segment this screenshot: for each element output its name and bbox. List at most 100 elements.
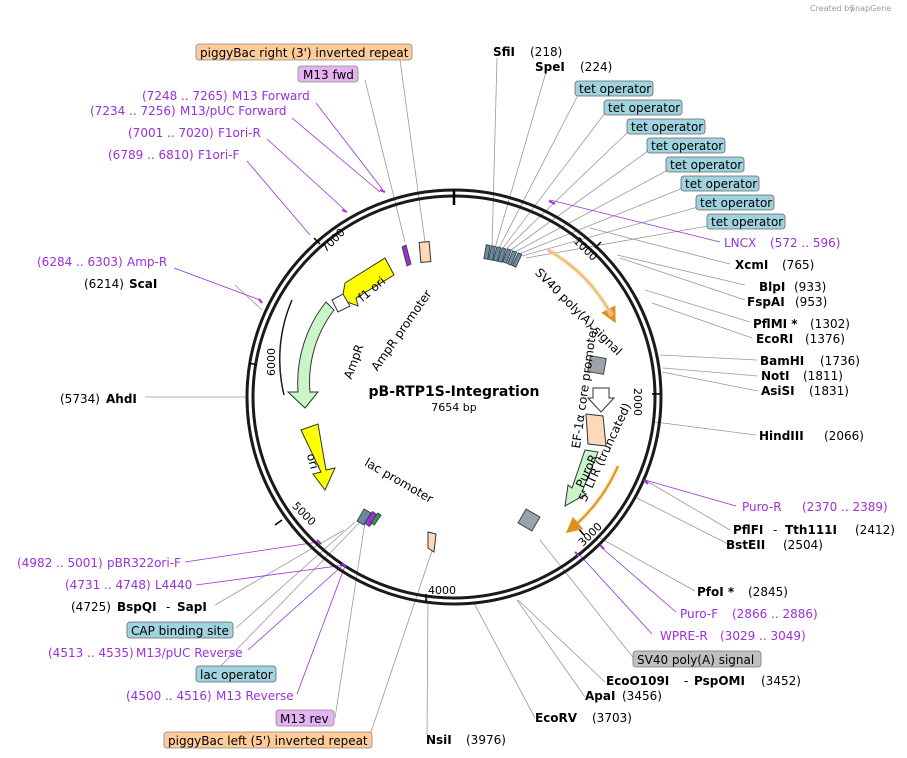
primer-lncx-pos: (572 .. 596) (770, 236, 840, 250)
site-noti: NotI (761, 369, 790, 383)
site-pfoi-pos: (2845) (748, 585, 788, 599)
site-spei-pos: (224) (580, 60, 612, 74)
ampr-arrow (286, 301, 335, 409)
tet-op-8: tet operator (711, 215, 783, 229)
site-ecori: EcoRI (756, 332, 793, 346)
tet-op-3: tet operator (631, 120, 703, 134)
primer-wpre-r: WPRE-R (660, 629, 708, 643)
site-bspqi-sep: - (166, 600, 170, 614)
primer-lines (173, 102, 737, 695)
primer-lncx: LNCX (724, 236, 756, 250)
primer-puro-r: Puro-R (742, 500, 782, 514)
tet-op-6: tet operator (685, 177, 757, 191)
ltr-feature (585, 413, 607, 447)
site-ecori-pos: (1376) (805, 332, 845, 346)
puror-arrow (564, 449, 599, 507)
primer-pbr322ori-f: pBR322ori-F (107, 556, 181, 570)
ef1a-promoter-arrow (586, 387, 616, 413)
site-ecorv: EcoRV (535, 711, 578, 725)
sv40-box-label: SV40 poly(A) signal (637, 653, 754, 667)
primer-puro-f: Puro-F (680, 607, 718, 621)
site-bsteii: BstEII (726, 538, 765, 552)
sv40-feature (587, 355, 607, 375)
primer-puro-r-pos: (2370 .. 2389) (802, 500, 888, 514)
site-ahdi-pos: (5734) (60, 392, 100, 406)
pb-left-box (163, 731, 373, 749)
m13fwd-label: M13 fwd (303, 68, 354, 82)
primer-puro-f-pos: (2866 .. 2886) (732, 607, 818, 621)
site-noti-pos: (1811) (803, 369, 843, 383)
lacop-box (195, 665, 277, 683)
label-lac-promoter: lac promoter (362, 455, 436, 506)
label-ori: ori (304, 452, 322, 471)
site-spei: SpeI (535, 60, 565, 74)
tet-operator-boxes: tet operator tet operator tet operator t… (574, 80, 786, 230)
pb-right-label: piggyBac right (3') inverted repeat (200, 46, 409, 60)
site-tth111i: Tth111I (785, 523, 837, 537)
site-ecorv-pos: (3703) (592, 711, 632, 725)
site-pfoi: PfoI * (697, 585, 735, 599)
primer-m13-reverse: M13 Reverse (216, 689, 294, 703)
credit-text: Created by (810, 4, 854, 13)
site-bsteii-pos: (2504) (783, 538, 823, 552)
tet-op-4: tet operator (651, 139, 723, 153)
tet-op-1: tet operator (579, 82, 651, 96)
site-hindiii: HindIII (759, 429, 804, 443)
primer-wpre-r-pos: (3029 .. 3049) (720, 629, 806, 643)
ampr-inner-line (279, 299, 293, 396)
site-pflfi-sep: - (773, 523, 777, 537)
site-asisi-pos: (1831) (809, 384, 849, 398)
site-apai: ApaI (585, 689, 615, 703)
site-pflfi-pos: (2412) (855, 523, 895, 537)
site-pspomi: PspOMI (694, 674, 745, 688)
lacop-label: lac operator (200, 668, 273, 682)
primer-amp-r: Amp-R (127, 255, 167, 269)
primer-l4440-pos: (4731 .. 4748) (65, 578, 151, 592)
credit-brand: SnapGene (850, 4, 891, 13)
ampr-promoter-arrow (331, 293, 351, 313)
site-asisi: AsiSI (761, 384, 795, 398)
site-bamhi-pos: (1736) (820, 354, 860, 368)
site-pflfi: PflFI (733, 523, 763, 537)
lac-region-marks (356, 508, 382, 528)
site-ecoo109i-pos: (3452) (761, 674, 801, 688)
pb-right-feature (418, 241, 432, 263)
pb-left-label: piggyBac left (5') inverted repeat (168, 734, 368, 748)
tet-operator-marks (483, 244, 523, 268)
site-apai-pos: (3456) (622, 689, 662, 703)
primer-m13puc-reverse-pos: (4513 .. 4535) (48, 646, 134, 660)
m13rev-box (275, 709, 335, 727)
ori-arrow (300, 423, 336, 491)
primer-m13puc-forward-pos: (7234 .. 7256) (90, 104, 176, 118)
site-ecoo109i: EcoO109I (606, 674, 669, 688)
site-pflmi-pos: (1302) (810, 317, 850, 331)
tet-op-7: tet operator (700, 196, 772, 210)
primer-m13-forward: M13 Forward (232, 89, 310, 103)
site-xcmi-pos: (765) (782, 258, 814, 272)
primer-f1ori-f: F1ori-F (198, 148, 239, 162)
site-fspai: FspAI (747, 295, 785, 309)
m13fwd-box (297, 65, 359, 83)
primer-f1ori-r-pos: (7001 .. 7020) (128, 126, 214, 140)
pb-right-box (195, 43, 413, 61)
site-scai: ScaI (129, 277, 157, 291)
pb-left-feature (427, 531, 437, 553)
site-blpi-pos: (933) (794, 280, 826, 294)
plasmid-length: 7654 bp (431, 401, 476, 414)
tet-op-2: tet operator (608, 101, 680, 115)
tick-label-4000: 4000 (428, 584, 456, 597)
site-sapi: SapI (177, 600, 207, 614)
primer-pbr322ori-f-pos: (4982 .. 5001) (17, 556, 103, 570)
tick-label-2000: 2000 (631, 388, 644, 416)
ticks (248, 237, 660, 603)
label-ampr: AmpR (341, 342, 366, 380)
site-sfii: SfiI (493, 45, 515, 59)
primer-f1ori-f-pos: (6789 .. 6810) (108, 148, 194, 162)
site-ecoo109i-sep: - (684, 674, 688, 688)
leader-lines (145, 57, 759, 736)
tick-label-6000: 6000 (265, 348, 278, 376)
sv40-polya-feature (517, 508, 541, 532)
plasmid-name: pB-RTP1S-Integration (369, 384, 540, 400)
primer-l4440: L4440 (155, 578, 192, 592)
